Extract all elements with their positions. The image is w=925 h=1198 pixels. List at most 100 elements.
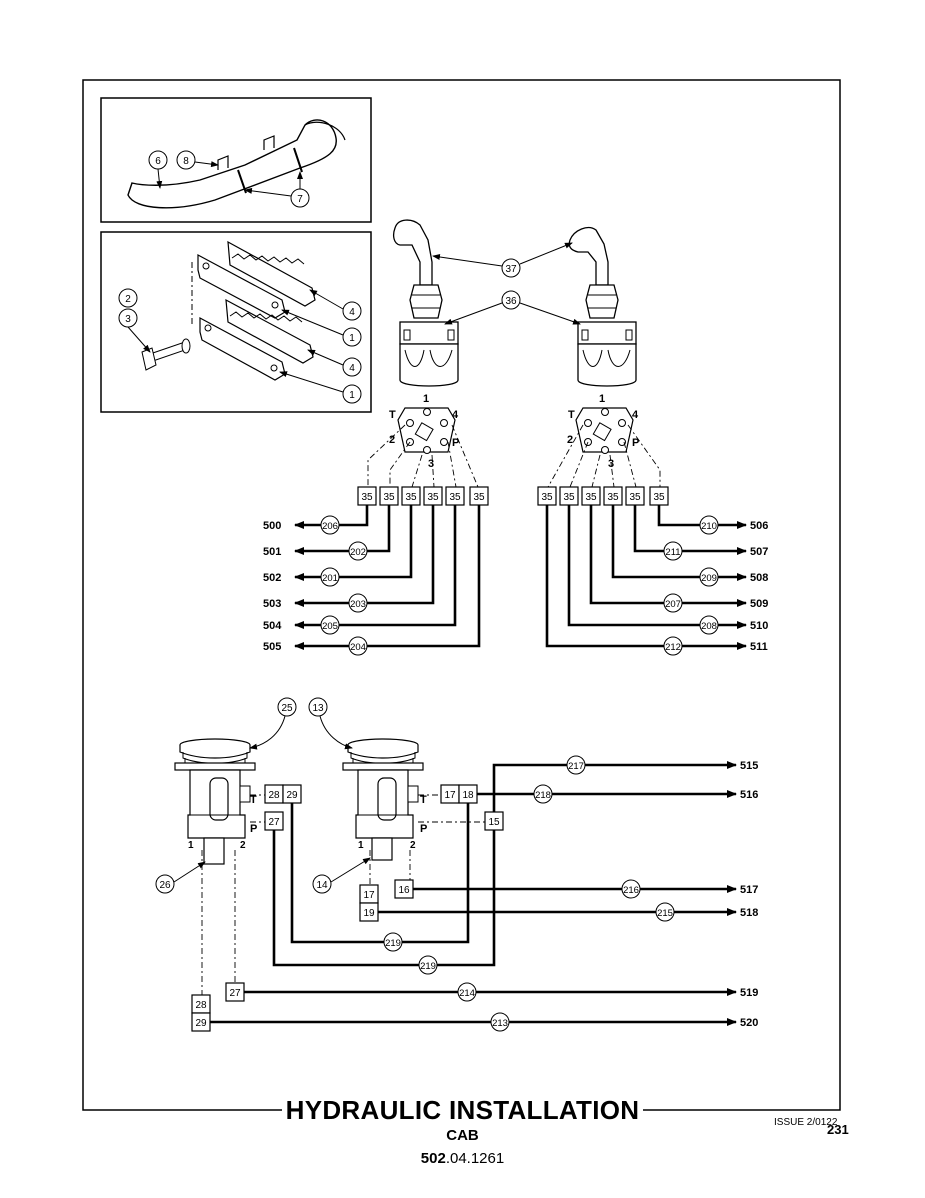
callout-14: 14 (316, 880, 328, 891)
pedal-callouts: 25 13 26 14 (155, 697, 371, 894)
callout-37: 37 (505, 264, 517, 275)
pipe-218: 218 (535, 790, 551, 801)
hose-labels-right: 210 211 209 207 208 212 506 507 508 509 … (663, 515, 768, 656)
dest-519: 519 (740, 987, 758, 999)
callout-25: 25 (281, 703, 293, 714)
dest-510: 510 (750, 620, 768, 632)
pedal-valve-right (342, 738, 424, 861)
hose-labels-left: 206 202 201 203 205 204 500 501 502 503 … (263, 515, 368, 656)
pipe-216: 216 (623, 885, 639, 896)
callout-2: 2 (125, 294, 131, 305)
pipe-207: 207 (665, 599, 681, 610)
pipe-219-b: 219 (420, 961, 436, 972)
pedal-port-2-right: 2 (410, 840, 416, 851)
page-title-text: HYDRAULIC INSTALLATION (281, 1095, 644, 1125)
pipe-209: 209 (701, 573, 717, 584)
pipe-203: 203 (350, 599, 366, 610)
pedal-hoses (210, 761, 737, 1026)
port-label-p-r: P (632, 437, 639, 449)
box-19: 19 (363, 908, 375, 919)
connector-35-l2: 35 (383, 492, 395, 503)
pedal-connectors: 28 29 27 17 18 15 17 19 16 27 28 29 (191, 784, 504, 1032)
box-18: 18 (462, 790, 474, 801)
box-28-b: 28 (195, 1000, 207, 1011)
callout-7: 7 (297, 194, 303, 205)
callout-26: 26 (159, 880, 171, 891)
inset-handrail: 6 8 7 (100, 97, 372, 223)
box-28-a: 28 (268, 790, 280, 801)
box-29-b: 29 (195, 1018, 207, 1029)
port-label-4-r: 4 (632, 409, 639, 421)
pedal-port-p-left: P (250, 823, 257, 835)
issue-label: ISSUE 2/0122 (774, 1117, 838, 1128)
callout-1a: 1 (349, 333, 355, 344)
connector-35-l3: 35 (405, 492, 417, 503)
page-subtitle: CAB (446, 1127, 479, 1144)
pipe-201: 201 (322, 573, 338, 584)
pipe-205: 205 (322, 621, 338, 632)
connectors-left: 35 35 35 35 35 35 (357, 486, 489, 506)
pedal-valve-left (174, 738, 256, 865)
connector-35-r5: 35 (629, 492, 641, 503)
box-29-a: 29 (286, 790, 298, 801)
pipe-213: 213 (492, 1018, 508, 1029)
connector-35-r6: 35 (653, 492, 665, 503)
pipe-211: 211 (665, 547, 680, 558)
port-label-t: T (389, 409, 396, 421)
dest-508: 508 (750, 572, 768, 584)
pedal-port-1-right: 1 (358, 840, 364, 851)
dest-503: 503 (263, 598, 281, 610)
page-title: HYDRAULIC INSTALLATION (0, 1095, 925, 1126)
connector-35-l1: 35 (361, 492, 373, 503)
dest-504: 504 (263, 620, 282, 632)
pedal-hose-labels: 217 218 216 215 214 213 219 219 515 516 … (383, 755, 758, 1032)
port-face-left: 1 T 4 2 P 3 (389, 393, 459, 470)
box-27-b: 27 (229, 988, 241, 999)
callout-3: 3 (125, 314, 131, 325)
callout-4a: 4 (349, 307, 355, 318)
document-number: 502.04.1261 (0, 1150, 925, 1167)
pilot-leads (367, 424, 661, 488)
dest-515: 515 (740, 760, 758, 772)
pipe-206: 206 (322, 521, 338, 532)
connector-35-r4: 35 (607, 492, 619, 503)
pipe-219-a: 219 (385, 938, 401, 949)
pipe-208: 208 (701, 621, 717, 632)
connector-35-l5: 35 (449, 492, 461, 503)
inset-brackets: 2 3 4 1 4 1 (100, 231, 372, 413)
box-17-b: 17 (363, 890, 375, 901)
pipe-215: 215 (657, 908, 673, 919)
port-label-1-r: 1 (599, 393, 605, 405)
dest-507: 507 (750, 546, 768, 558)
port-label-t-r: T (568, 409, 575, 421)
pedal-port-t-left: T (250, 794, 257, 806)
connector-35-l4: 35 (427, 492, 439, 503)
dest-502: 502 (263, 572, 281, 584)
connector-35-r3: 35 (585, 492, 597, 503)
pipe-204: 204 (350, 642, 366, 653)
connectors-right: 35 35 35 35 35 35 (537, 486, 669, 506)
pipe-202: 202 (350, 547, 366, 558)
pedal-port-2-left: 2 (240, 840, 246, 851)
document-number-rest: .04.1261 (445, 1150, 505, 1167)
pipe-217: 217 (568, 761, 584, 772)
connector-35-r1: 35 (541, 492, 553, 503)
pipe-210: 210 (701, 521, 717, 532)
dest-500: 500 (263, 520, 281, 532)
port-label-2: 2 (389, 434, 395, 446)
callout-1b: 1 (349, 390, 355, 401)
callout-8: 8 (183, 156, 189, 167)
joystick-right (568, 226, 637, 387)
dest-518: 518 (740, 907, 758, 919)
dest-516: 516 (740, 789, 758, 801)
pedal-port-t-right: T (420, 794, 427, 806)
port-label-3: 3 (428, 458, 434, 470)
dest-520: 520 (740, 1017, 758, 1029)
dest-501: 501 (263, 546, 281, 558)
box-16: 16 (398, 885, 410, 896)
dest-505: 505 (263, 641, 281, 653)
box-15: 15 (488, 817, 500, 828)
pedal-leads (201, 794, 485, 995)
callout-13: 13 (312, 703, 324, 714)
